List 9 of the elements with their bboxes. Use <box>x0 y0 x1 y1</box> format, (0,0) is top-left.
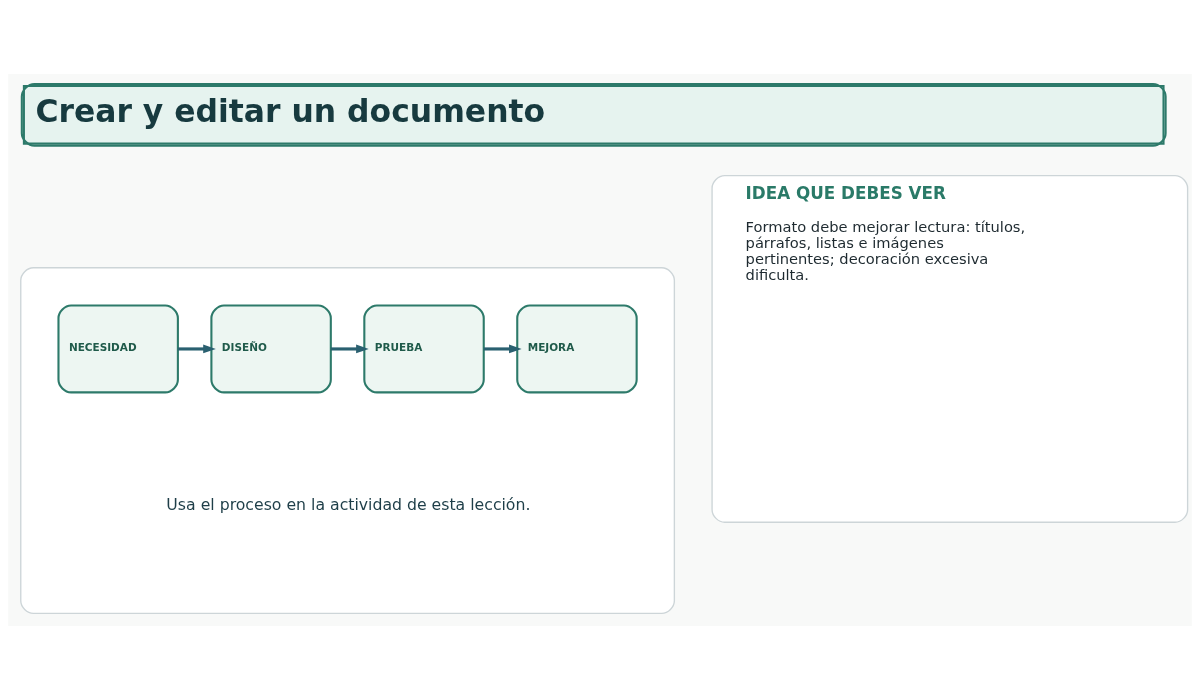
node-box: IDEA QUE DEBES VER Formato debe mejorar lectura: títulos, párrafos, listas e imágenes pertinentes; decoración excesiva dificulta. <box>711 174 1189 523</box>
node-box: DISEÑO <box>210 304 332 394</box>
arrow <box>177 344 216 354</box>
node-box: MEJORA <box>516 304 638 394</box>
arrow <box>330 344 369 354</box>
node-box: NECESIDAD <box>57 304 179 394</box>
arrow <box>483 344 522 354</box>
diagram-title: Crear y editar un documento <box>35 92 546 129</box>
node-box: PRUEBA <box>363 304 485 394</box>
